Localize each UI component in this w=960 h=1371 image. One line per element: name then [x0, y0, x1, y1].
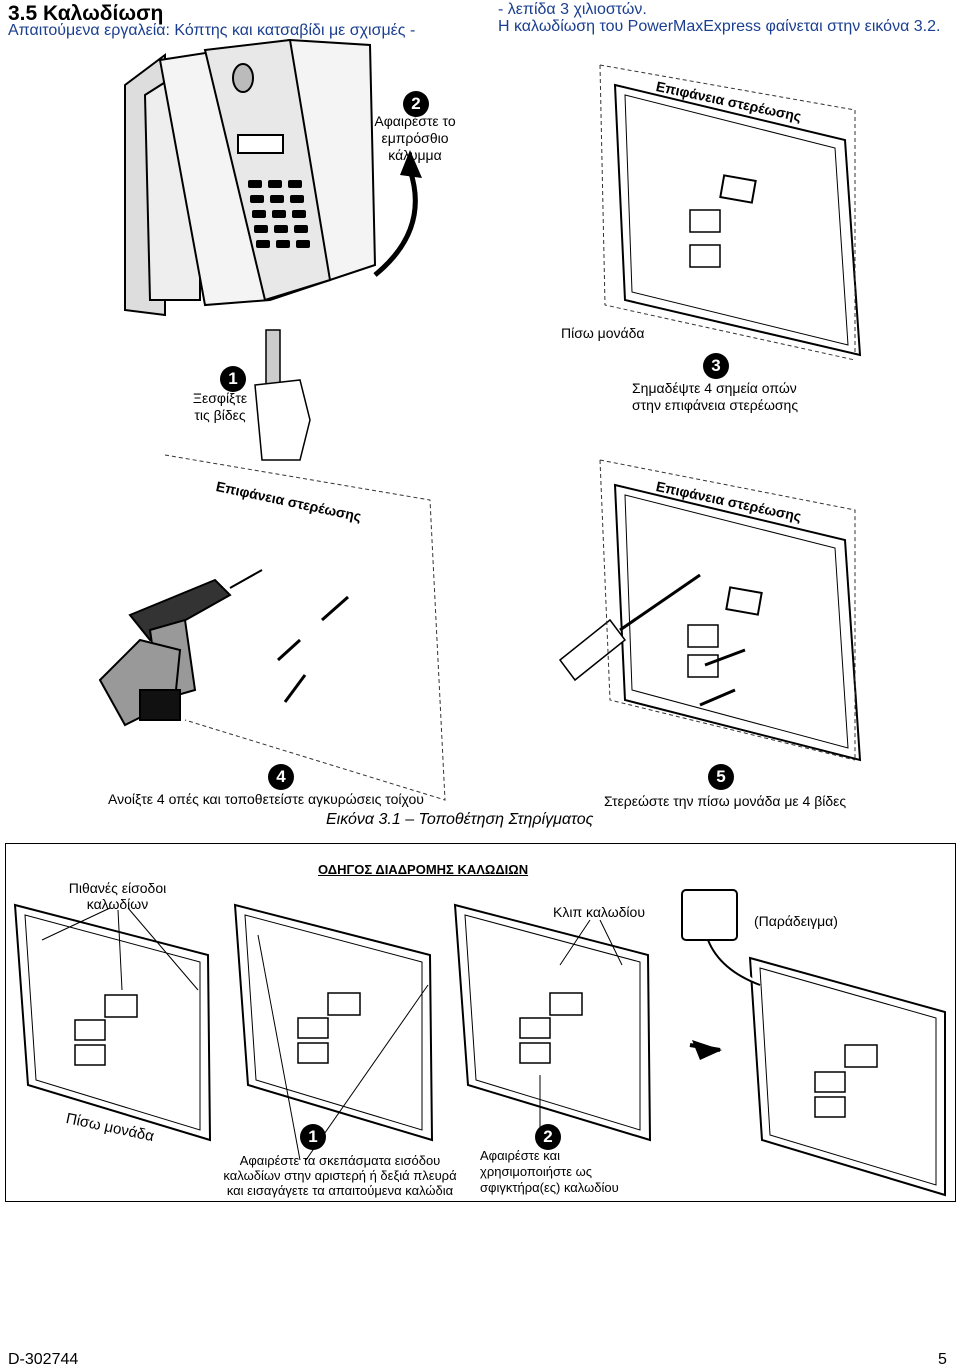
- routing-step-2-line-3: σφιγκτήρα(ες) καλωδίου: [480, 1180, 619, 1195]
- routing-step-1-line-3: και εισαγάγετε τα απαιτούμενα καλώδια: [226, 1183, 454, 1198]
- step-4-text: Ανοίξτε 4 οπές και τοποθετείστε αγκυρώσε…: [108, 791, 424, 807]
- step-3-line-2: στην επιφάνεια στερέωσης: [632, 397, 799, 413]
- step-2-text: Αφαιρέστε το εμπρόσθιο κάλυμμα: [360, 113, 470, 164]
- routing-step-1-text: Αφαιρέστε τα σκεπάσματα εισόδου καλωδίων…: [215, 1153, 465, 1198]
- tools-continuation: - λεπίδα 3 χιλιοστών. Η καλωδίωση του Po…: [498, 1, 940, 35]
- routing-step-1-line-2: καλωδίων στην αριστερή ή δεξιά πλευρά: [223, 1168, 457, 1183]
- step-1-text: Ξεσφίξτε τις βίδες: [185, 390, 255, 424]
- step-5-text: Στερεώστε την πίσω μονάδα με 4 βίδες: [604, 793, 847, 809]
- step-2-line-1: Αφαιρέστε το: [374, 113, 456, 129]
- mounting-surface-label: Επιφάνεια στερέωσης: [654, 78, 803, 125]
- back-unit-label: Πίσω μονάδα: [561, 325, 645, 341]
- section-heading: 3.5 Καλωδίωση: [8, 2, 163, 26]
- step-5-marker: 5: [708, 764, 734, 790]
- routing-step-2-line-1: Αφαιρέστε και: [480, 1148, 561, 1163]
- step-1-line-1: Ξεσφίξτε: [192, 390, 248, 406]
- cable-inputs-label: Πιθανές είσοδοι καλωδίων: [60, 880, 175, 912]
- mounting-surface-label: Επιφάνεια στερέωσης: [654, 478, 803, 525]
- step-1-line-2: τις βίδες: [194, 407, 246, 423]
- cable-clip-label: Κλιπ καλωδίου: [553, 904, 645, 920]
- step-2-line-2: εμπρόσθιο: [381, 130, 449, 146]
- step-3-marker: 3: [703, 353, 729, 379]
- step-4-marker: 4: [268, 764, 294, 790]
- cable-inputs-line-1: Πιθανές είσοδοι: [68, 880, 167, 896]
- step-1-marker: 1: [220, 366, 246, 392]
- routing-step-2-marker: 2: [535, 1124, 561, 1150]
- document-id: D-302744: [8, 1351, 79, 1368]
- step-2-line-3: κάλυμμα: [388, 147, 442, 163]
- routing-step-2-line-2: χρησιμοποιήστε ως: [480, 1164, 593, 1179]
- figure-caption: Εικόνα 3.1 – Τοποθέτηση Στηρίγματος: [326, 811, 594, 828]
- routing-step-1-line-1: Αφαιρέστε τα σκεπάσματα εισόδου: [239, 1153, 441, 1168]
- tools-line-2: - λεπίδα 3 χιλιοστών.: [498, 1, 647, 18]
- page-number: 5: [938, 1351, 947, 1368]
- step-3-text: Σημαδέψτε 4 σημεία οπών στην επιφάνεια σ…: [632, 380, 798, 414]
- routing-step-2-text: Αφαιρέστε και χρησιμοποιήστε ως σφιγκτήρ…: [480, 1148, 619, 1196]
- step-3-line-1: Σημαδέψτε 4 σημεία οπών: [632, 380, 797, 396]
- intro-line: Η καλωδίωση του PowerMaxExpress φαίνεται…: [498, 18, 941, 35]
- mounting-surface-label: Επιφάνεια στερέωσης: [214, 478, 363, 525]
- cable-routing-guide-title: ΟΔΗΓΟΣ ΔΙΑΔΡΟΜΗΣ ΚΑΛΩΔΙΩΝ: [318, 862, 529, 877]
- section-number: 3.5: [8, 2, 38, 25]
- cable-routing-frame: [5, 843, 956, 1202]
- example-label: (Παράδειγμα): [754, 913, 838, 929]
- section-title: Καλωδίωση: [43, 2, 164, 25]
- tools-line: Απαιτούμενα εργαλεία: Κόπτης και κατσαβί…: [8, 22, 416, 39]
- step-2-marker: 2: [403, 91, 429, 117]
- routing-step-1-marker: 1: [300, 1124, 326, 1150]
- cable-inputs-line-2: καλωδίων: [86, 896, 149, 912]
